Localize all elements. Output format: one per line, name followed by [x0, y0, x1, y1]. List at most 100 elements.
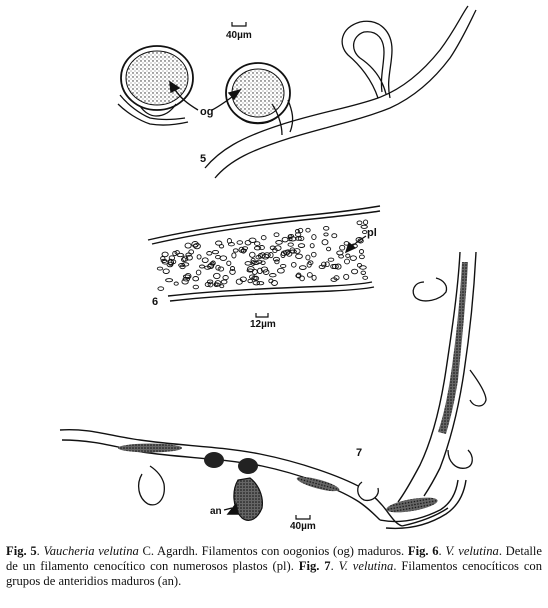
- plastid: [327, 257, 335, 262]
- plastid: [191, 241, 199, 248]
- plastid: [299, 275, 305, 282]
- plastid: [192, 276, 200, 282]
- plastid: [176, 252, 184, 258]
- fig6-plastids: [156, 219, 369, 291]
- plastid: [355, 237, 364, 243]
- plastid: [192, 284, 199, 290]
- plastid: [362, 230, 368, 235]
- plastid: [220, 279, 228, 285]
- plastid: [309, 243, 315, 249]
- plastid: [231, 252, 237, 259]
- plastid: [288, 236, 297, 242]
- fig6-pl-label: pl: [367, 227, 377, 239]
- plastid: [331, 233, 338, 239]
- fig7-scale-label: 40µm: [290, 521, 316, 532]
- plastid: [280, 263, 287, 269]
- plastid: [240, 248, 247, 253]
- plastid: [298, 265, 307, 270]
- plastid: [294, 236, 302, 241]
- plastid: [199, 264, 205, 269]
- plastid: [213, 282, 221, 287]
- caption-fig6-label: Fig. 6: [407, 544, 439, 558]
- plastid: [256, 281, 265, 286]
- plastid: [260, 260, 266, 265]
- plastid: [331, 263, 339, 270]
- plastid: [305, 227, 311, 233]
- fig7-an-arrow: [223, 502, 239, 515]
- plastid: [181, 257, 187, 263]
- plastid: [321, 239, 329, 246]
- plastid: [295, 273, 301, 278]
- plastid: [254, 241, 261, 246]
- plastid: [157, 286, 165, 291]
- plastid: [262, 269, 270, 275]
- fig7-body-2: [238, 458, 258, 474]
- plastid: [289, 249, 297, 254]
- fig7-bulbs: [137, 277, 487, 506]
- plastid: [260, 235, 267, 241]
- caption-fig7-label: Fig. 7: [298, 559, 331, 574]
- plastid: [311, 234, 317, 241]
- plastid: [160, 256, 166, 261]
- plastid: [227, 242, 235, 247]
- plastid: [287, 236, 293, 242]
- plastid: [162, 268, 170, 274]
- plastid: [156, 266, 164, 271]
- plastid: [226, 260, 232, 266]
- plastid: [323, 225, 330, 231]
- caption-fig7-species: V. velutina: [338, 559, 394, 574]
- fig7-plasm-3: [386, 497, 438, 513]
- plastid: [356, 262, 363, 268]
- plastid: [195, 269, 202, 276]
- plastid: [334, 263, 342, 270]
- plastid: [161, 259, 169, 265]
- plastid: [333, 275, 340, 281]
- plastid: [204, 282, 211, 287]
- plastid: [244, 261, 252, 266]
- plastid: [251, 275, 258, 281]
- caption-fig6-text: . Detalle de un filamento cenocítico con…: [6, 544, 543, 574]
- plastid: [311, 274, 317, 281]
- plastid: [257, 267, 263, 275]
- plastid: [165, 278, 174, 283]
- caption-fig5-label: Fig. 5: [6, 544, 37, 558]
- plastid: [344, 258, 350, 265]
- plastid: [239, 276, 247, 282]
- caption-fig5-species: Vaucheria velutina: [43, 544, 139, 558]
- plastid: [268, 278, 274, 284]
- plastid: [339, 244, 346, 251]
- plastid: [168, 255, 176, 261]
- plastid: [363, 219, 369, 225]
- plastid: [306, 272, 313, 278]
- plastid: [345, 253, 351, 258]
- plastid: [324, 261, 330, 268]
- fig7-scale-bar: [295, 515, 311, 520]
- fig6-scale-bar: [255, 313, 269, 318]
- caption-fig6-species: V. velutina: [445, 544, 499, 558]
- fig7-plasm-2: [296, 476, 340, 492]
- fig7-panel-number: 7: [356, 447, 362, 459]
- plastid: [232, 248, 239, 253]
- plastid: [215, 240, 223, 246]
- plastid: [259, 252, 266, 259]
- plastid: [252, 280, 261, 286]
- plastid: [343, 273, 350, 280]
- plastid: [173, 281, 179, 286]
- plastid: [235, 278, 243, 285]
- plastid: [161, 251, 169, 258]
- plastid: [295, 272, 302, 279]
- plastid: [211, 249, 220, 255]
- plastid: [271, 280, 278, 286]
- plastid: [201, 257, 209, 264]
- plastid: [362, 275, 369, 280]
- figure-caption: Fig. 5. Vaucheria velutina C. Agardh. Fi…: [6, 544, 543, 589]
- plastid: [351, 268, 359, 275]
- caption-fig5-text: C. Agardh. Filamentos con oogonios (og) …: [138, 544, 408, 558]
- plastid: [274, 259, 280, 265]
- plastid: [318, 264, 326, 270]
- plastid: [275, 240, 283, 245]
- plastid: [247, 278, 253, 284]
- plastid: [172, 250, 178, 257]
- plastid: [306, 261, 312, 268]
- plastid: [209, 261, 215, 266]
